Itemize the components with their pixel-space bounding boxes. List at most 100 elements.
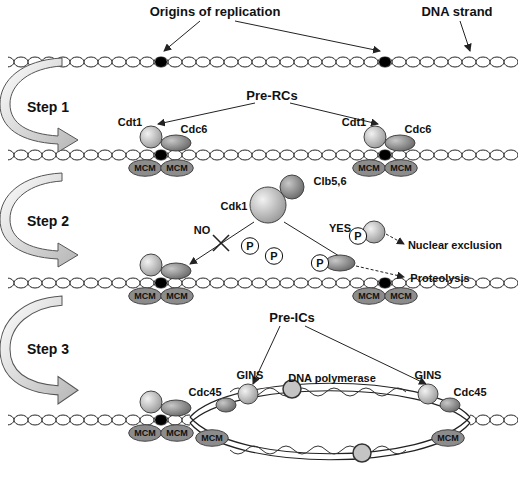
mcm-protein: MCM	[195, 429, 229, 447]
heading-label: Step 1	[27, 100, 69, 115]
phosphate-circle: P	[265, 247, 283, 265]
node-shape	[196, 430, 229, 447]
node-text-box: MCM	[160, 287, 194, 305]
dna-strand	[8, 414, 518, 426]
phosphate-label: P	[246, 240, 253, 252]
pointer-arrow	[158, 21, 470, 384]
origin-dot	[155, 57, 391, 425]
node-shape	[311, 255, 328, 272]
phosphate-label: P	[316, 257, 323, 269]
node-text-box: MCM	[128, 159, 162, 177]
protein-label: MCM	[166, 291, 188, 301]
node-text-box: MCM	[160, 159, 194, 177]
mcm-protein: MCM	[384, 159, 418, 177]
phosphate-circle: P	[311, 254, 329, 272]
protein-label: MCM	[166, 428, 188, 438]
step-arrow	[0, 58, 78, 152]
node-shape	[129, 160, 162, 177]
phosphate-circle: P	[349, 227, 367, 245]
node-text-box: P	[241, 237, 259, 255]
protein-label: Cdc45	[453, 386, 486, 398]
node-shape	[265, 248, 282, 265]
protein-label: Proteolysis	[410, 272, 469, 284]
protein-label: Cdc6	[405, 123, 432, 135]
mcm-protein: MCM	[384, 287, 418, 305]
mcm-protein: MCM	[352, 287, 386, 305]
heading-label: Step 3	[27, 342, 69, 357]
node-text-box: MCM	[128, 424, 162, 442]
node-shape	[432, 430, 465, 447]
protein-label: MCM	[201, 433, 223, 443]
protein-label: Cdc45	[188, 386, 221, 398]
node-shape	[385, 160, 418, 177]
protein-label: MCM	[437, 433, 459, 443]
protein-label: NO	[194, 224, 211, 236]
protein-label: Cdc6	[181, 123, 208, 135]
mcm-protein: MCM	[160, 424, 194, 442]
cdk1-protein	[250, 187, 286, 223]
protein-label: MCM	[134, 163, 156, 173]
mcm-protein: MCM	[160, 287, 194, 305]
phosphate-label: P	[270, 250, 277, 262]
heading-label: Pre-ICs	[269, 311, 315, 325]
pre-rc-proteins	[140, 254, 191, 279]
mcm-protein: MCM	[352, 159, 386, 177]
heading-label: DNA strand	[421, 5, 492, 19]
mcm-protein: MCM	[160, 159, 194, 177]
step-arrow	[0, 173, 78, 267]
protein-label: Nuclear exclusion	[408, 239, 502, 251]
pre-ic-proteins	[216, 384, 460, 412]
protein-label: GINS	[237, 369, 264, 381]
node-shape	[353, 160, 386, 177]
protein-label: Cdk1	[221, 200, 248, 212]
node-text-box: P	[311, 254, 329, 272]
node-text-box: MCM	[128, 287, 162, 305]
node-text-box: MCM	[431, 429, 465, 447]
node-text-box: MCM	[195, 429, 229, 447]
node-shape	[161, 160, 194, 177]
node-text-box: MCM	[384, 159, 418, 177]
cdc6-protein	[325, 255, 355, 271]
mcm-protein: MCM	[128, 424, 162, 442]
node-shape	[385, 288, 418, 305]
protein-label: MCM	[390, 163, 412, 173]
replication-bubble	[190, 383, 470, 460]
mcm-protein: MCM	[128, 159, 162, 177]
node-shape	[353, 288, 386, 305]
phosphate-circle: P	[241, 237, 259, 255]
node-shape	[161, 425, 194, 442]
dna-polymerase	[283, 380, 371, 462]
dna-strand	[8, 56, 518, 68]
protein-label: MCM	[358, 291, 380, 301]
protein-label: MCM	[134, 291, 156, 301]
heading-label: Origins of replication	[150, 5, 281, 19]
step-arrow	[0, 296, 78, 404]
node-text-box: MCM	[160, 424, 194, 442]
heading-label: Step 2	[27, 214, 69, 229]
node-text-box: MCM	[384, 287, 418, 305]
protein-label: MCM	[390, 291, 412, 301]
mcm-protein: MCM	[128, 287, 162, 305]
protein-label: MCM	[358, 163, 380, 173]
node-shape	[349, 228, 366, 245]
protein-label: Cdt1	[342, 116, 366, 128]
protein-label: Clb5,6	[313, 175, 346, 187]
clb-protein	[280, 175, 304, 199]
mcm-protein: MCM	[431, 429, 465, 447]
protein-label: GINS	[415, 369, 442, 381]
node-text-box: P	[265, 247, 283, 265]
node-text-box: MCM	[352, 159, 386, 177]
protein-label: MCM	[166, 163, 188, 173]
heading-label: Pre-RCs	[246, 89, 297, 103]
node-text-box: P	[349, 227, 367, 245]
phosphate-label: P	[354, 230, 361, 242]
protein-label: DNA polymerase	[288, 372, 376, 384]
node-shape	[129, 288, 162, 305]
node-text-box: MCM	[352, 287, 386, 305]
node-shape	[241, 238, 258, 255]
protein-label: MCM	[134, 428, 156, 438]
node-shape	[129, 425, 162, 442]
protein-label: Cdt1	[118, 116, 142, 128]
pre-rc-proteins	[140, 391, 191, 416]
